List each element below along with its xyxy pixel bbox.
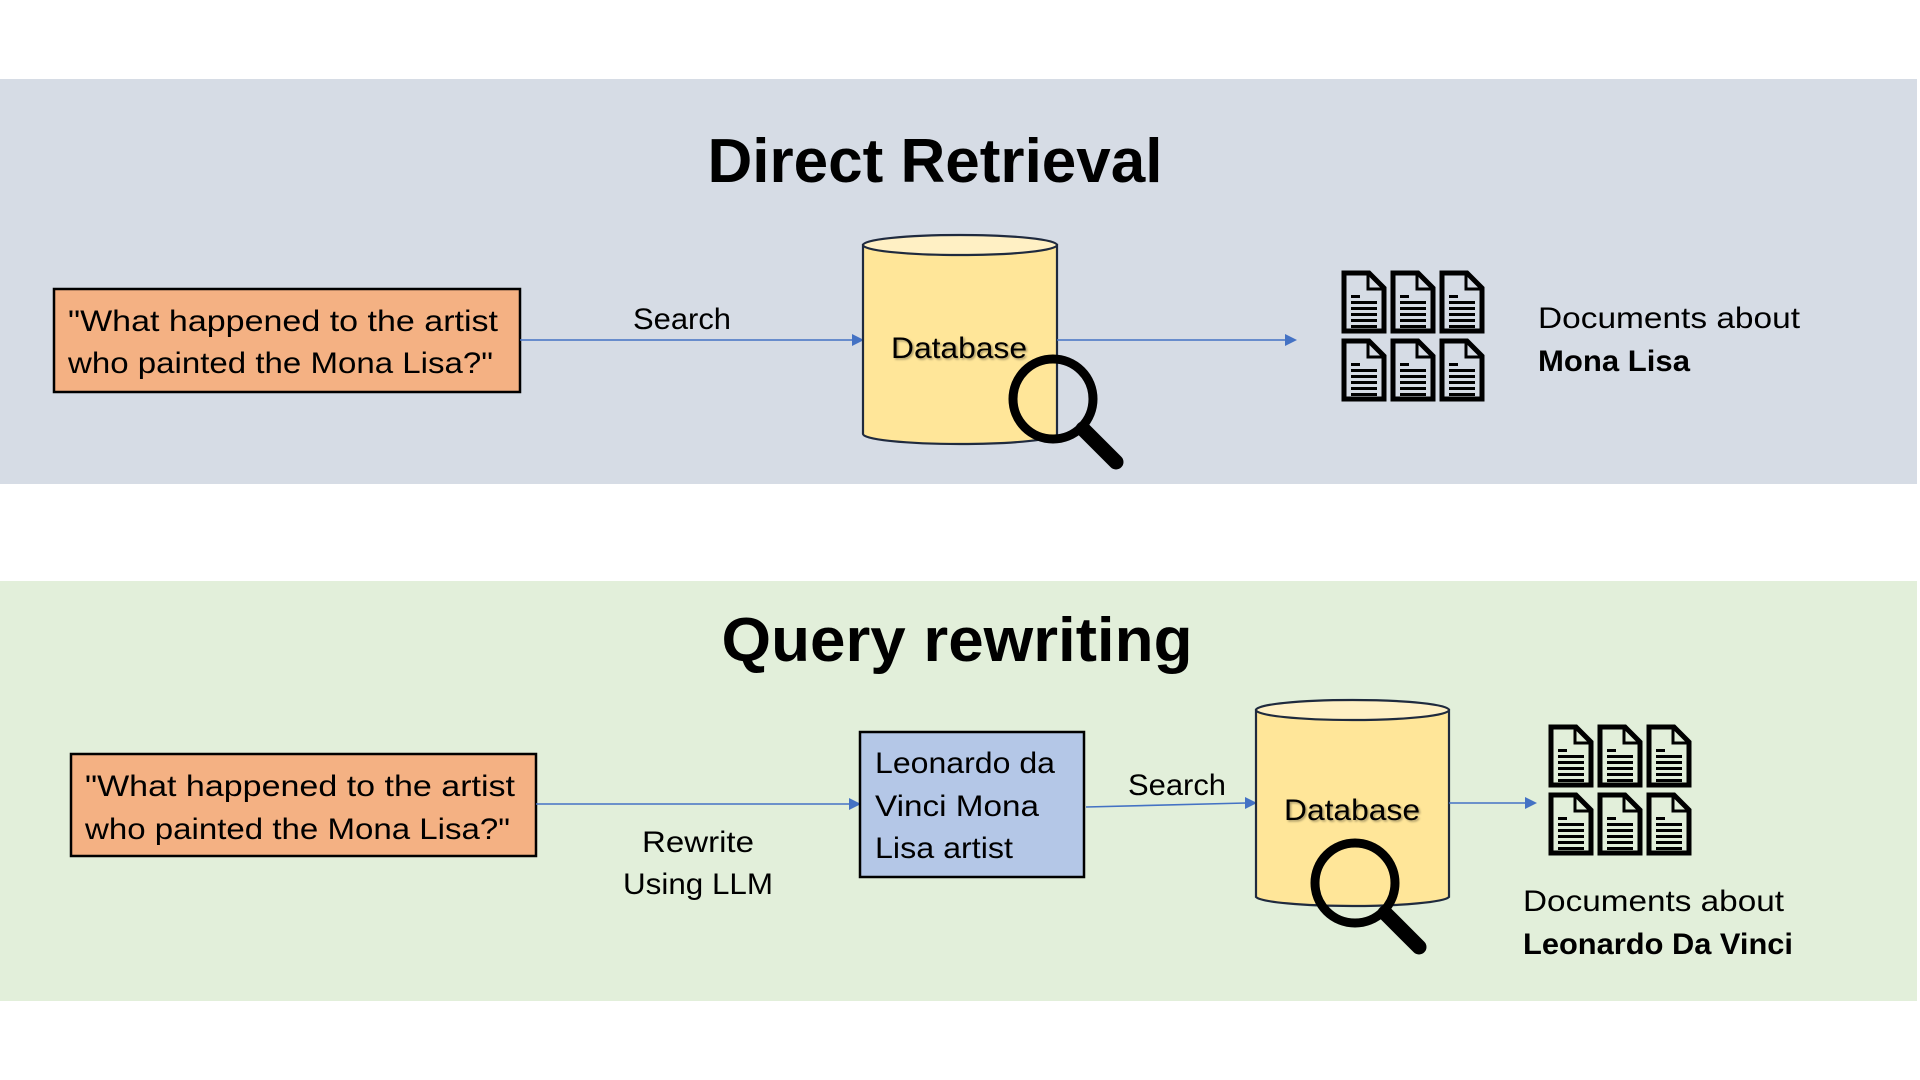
query-line-2: who painted the Mona Lisa?" [84,813,510,846]
query-rewriting-panel: Query rewriting "What happened to the ar… [0,581,1917,1001]
database-cylinder: Database [861,233,1059,446]
query-line-1: "What happened to the artist [68,305,499,338]
database-cylinder: Database [1254,698,1451,908]
rewritten-query-line-2: Vinci Mona [875,790,1039,823]
direct-retrieval-panel: Direct Retrieval "What happened to the a… [0,79,1917,484]
magnifying-glass-icon [1310,838,1427,955]
results-arrow [1449,797,1537,809]
rewritten-query-line-1: Leonardo da [875,747,1055,780]
results-arrow [1057,334,1297,346]
original-query-box: "What happened to the artist who painted… [52,287,522,394]
rewrite-label-line-1: Rewrite [642,826,754,859]
result-label-line-2: Mona Lisa [1538,345,1690,378]
result-label-line-1: Documents about [1538,302,1801,335]
query-rewriting-title: Query rewriting [722,606,1193,675]
database-label: Database [891,332,1027,365]
result-label-line-1: Documents about [1523,885,1785,918]
direct-retrieval-title: Direct Retrieval [708,127,1163,196]
original-query-box: "What happened to the artist who painted… [69,752,538,858]
query-line-1: "What happened to the artist [85,770,516,803]
search-label: Search [633,303,731,336]
rewritten-query-box: Leonardo da Vinci Mona Lisa artist [858,730,1086,879]
search-arrow [520,334,864,346]
result-label-line-2: Leonardo Da Vinci [1523,928,1793,961]
database-label: Database [1284,794,1420,827]
rewrite-arrow [536,798,861,810]
rewritten-query-line-3: Lisa artist [875,832,1014,865]
query-line-2: who painted the Mona Lisa?" [67,347,493,380]
search-arrow [1085,797,1257,809]
search-label: Search [1128,769,1226,802]
magnifying-glass-icon [1008,354,1124,470]
rewrite-label-line-2: Using LLM [623,868,773,901]
